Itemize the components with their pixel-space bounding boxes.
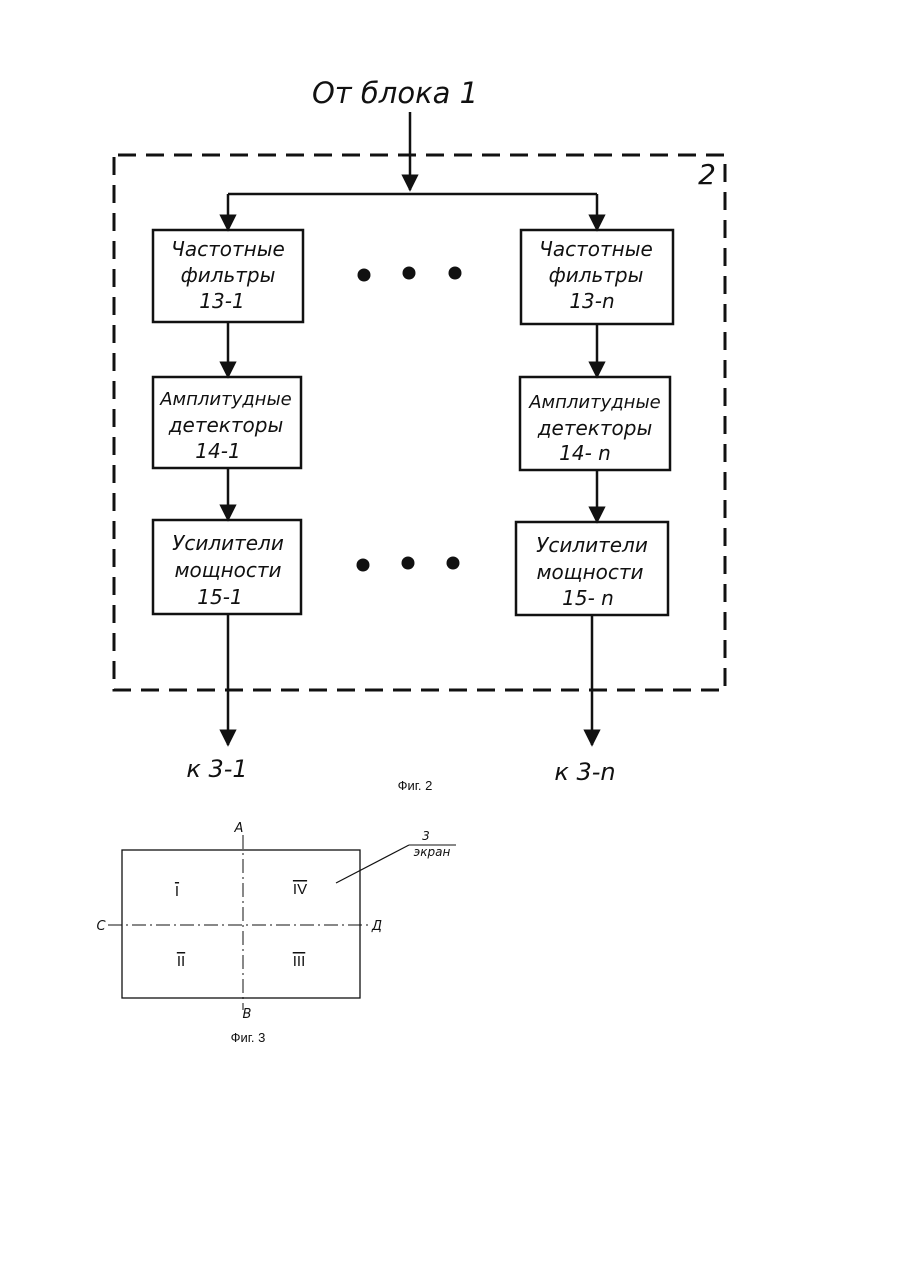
axis-label-right: Д bbox=[371, 919, 382, 934]
filter-13-n-line2: фильтры bbox=[549, 263, 644, 287]
ellipsis-dots-top bbox=[358, 267, 462, 282]
quadrant-I: I bbox=[175, 883, 179, 900]
amplifier-15-n-line3: 15- n bbox=[562, 586, 614, 610]
axis-label-left: С bbox=[96, 919, 106, 934]
output-label-3-1: к 3-1 bbox=[186, 755, 247, 783]
filter-13-n-line1: Частотные bbox=[539, 237, 653, 261]
filter-13-1-line2: фильтры bbox=[181, 263, 276, 287]
figure-3-caption: Фиг. 3 bbox=[231, 1030, 266, 1045]
output-label-3-n: к 3-n bbox=[554, 758, 615, 786]
filter-13-1-line1: Частотные bbox=[171, 237, 285, 261]
detector-14-n-line3: 14- n bbox=[559, 441, 611, 465]
input-label: От блока 1 bbox=[312, 76, 478, 110]
detector-14-n-line2: детекторы bbox=[537, 416, 653, 440]
filter-13-1-line3: 13-1 bbox=[199, 289, 244, 313]
detector-14-n-line1: Амплитудные bbox=[528, 392, 661, 413]
screen-leader-line bbox=[336, 845, 409, 883]
screen-label: экран bbox=[414, 845, 451, 859]
quadrant-IV: IV bbox=[293, 881, 307, 898]
amplifier-15-n-line2: мощности bbox=[536, 560, 643, 584]
axis-label-bottom: В bbox=[243, 1007, 252, 1022]
filter-13-n-line3: 13-n bbox=[569, 289, 614, 313]
detector-14-1-line2: детекторы bbox=[168, 413, 284, 437]
screen-rectangle bbox=[122, 850, 360, 998]
block-2-number: 2 bbox=[698, 158, 716, 191]
ellipsis-dots-bottom bbox=[357, 557, 460, 572]
figure-2-caption: Фиг. 2 bbox=[398, 778, 433, 793]
figure-3: А В С Д I IV II III 3 экран Фиг. 3 bbox=[96, 821, 456, 1045]
quadrant-II: II bbox=[177, 953, 185, 970]
amplifier-15-1-line2: мощности bbox=[174, 558, 281, 582]
axis-label-top: А bbox=[234, 821, 244, 836]
detector-14-1-line3: 14-1 bbox=[195, 439, 240, 463]
amplifier-15-1-line1: Усилители bbox=[172, 531, 284, 555]
screen-number: 3 bbox=[422, 829, 430, 843]
amplifier-15-1-line3: 15-1 bbox=[197, 585, 242, 609]
detector-14-1-line1: Амплитудные bbox=[159, 389, 292, 410]
quadrant-III: III bbox=[293, 953, 306, 970]
amplifier-15-n-line1: Усилители bbox=[536, 533, 648, 557]
figure-2: От блока 1 2 Частотные фильтры 13-1 Ампл… bbox=[114, 76, 725, 793]
